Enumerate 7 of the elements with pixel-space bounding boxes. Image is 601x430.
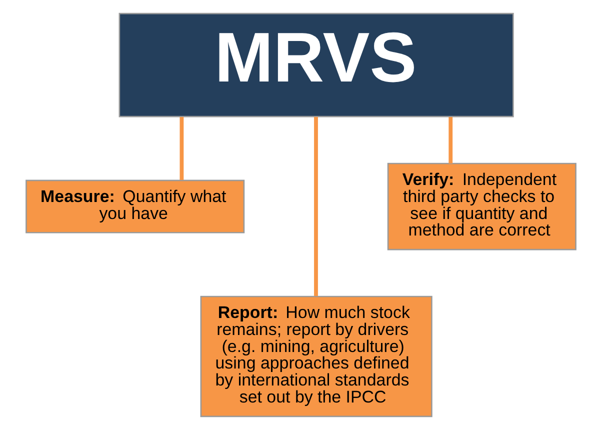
node-box: MRVS (118, 12, 514, 118)
node-box: Measure: Quantify what you have (25, 180, 244, 234)
connector (314, 116, 318, 296)
node-box: Verify: Independent third party checks to see if quantity and method are correct (386, 162, 576, 250)
connector (179, 116, 184, 180)
connector (448, 116, 452, 164)
node-box: Report: How much stock remains; report by drivers (e.g. mining, agriculture) using approaches defined by international standards set out by the IPCC (200, 296, 432, 418)
